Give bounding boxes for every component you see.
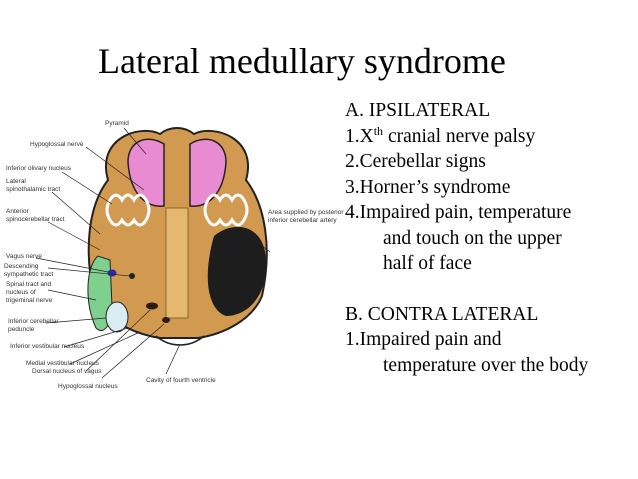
descending-sympathetic-dot <box>129 273 135 279</box>
section-spacer <box>345 277 638 302</box>
dorsal-vagus-nucleus <box>146 302 158 310</box>
pyramid-left <box>127 138 165 207</box>
label-spinal-tract-2: nucleus of <box>6 289 36 296</box>
olivary-nucleus-left <box>105 193 151 227</box>
ipsilateral-item-1: 1.Xth cranial nerve palsy <box>345 124 638 150</box>
label-descending-sympathetic-2: sympathetic tract <box>4 271 53 278</box>
ipsilateral-item-1-superscript: th <box>373 123 384 138</box>
label-area-supplied-1: Area supplied by posterior <box>268 209 344 216</box>
label-hypoglossal-nerve: Hypoglossal nerve <box>30 141 84 148</box>
contralateral-item-1-line-2: temperature over the body <box>383 354 589 376</box>
ipsilateral-item-1-text: cranial nerve palsy <box>383 125 536 147</box>
label-spinal-tract-3: trigeminal nerve <box>6 297 53 304</box>
leader-lines <box>35 127 271 379</box>
syndrome-notes: A. IPSILATERAL 1.Xth cranial nerve palsy… <box>345 98 638 378</box>
label-anterior-spinocerebellar-2: spinocerebellar tract <box>6 216 65 223</box>
label-anterior-spinocerebellar-1: Anterior <box>6 208 30 215</box>
label-lateral-spinothalamic-2: spinothalamic tract <box>6 186 60 193</box>
label-lateral-spinothalamic-1: Lateral <box>6 178 26 185</box>
ipsilateral-item-1-prefix: 1.X <box>345 125 374 147</box>
median-raphe <box>165 207 189 319</box>
ipsilateral-item-2: 2.Cerebellar signs <box>345 151 486 172</box>
contralateral-heading: B. CONTRA LATERAL <box>345 303 539 325</box>
hypoglossal-nucleus-shape <box>162 317 170 323</box>
label-inferior-cerebellar-1: Inferior cerebellar <box>8 318 59 325</box>
ipsilateral-item-4-line-2: and touch on the upper <box>383 227 562 249</box>
label-spinal-tract-1: Spinal tract and <box>6 281 52 288</box>
olivary-nucleus-right <box>203 193 249 227</box>
medulla-cross-section-diagram: Pyramid Hypoglossal nerve Inferior oliva… <box>0 110 345 400</box>
label-dorsal-vagus: Dorsal nucleus of vagus <box>32 368 102 375</box>
label-hypoglossal-nucleus: Hypoglossal nucleus <box>58 383 118 390</box>
slide-title: Lateral medullary syndrome <box>98 41 506 81</box>
label-area-supplied-2: inferior cerebellar artery <box>268 217 337 224</box>
pica-lesion-area <box>207 226 267 316</box>
ipsilateral-item-3: 3.Horner’s syndrome <box>345 176 511 198</box>
ipsilateral-item-4-line-1: 4.Impaired pain, temperature <box>345 202 572 223</box>
ipsilateral-item-4-line-3: half of face <box>383 253 472 274</box>
label-vagus-nerve: Vagus nerve <box>6 253 42 260</box>
label-fourth-ventricle: Cavity of fourth ventricle <box>146 377 216 384</box>
cerebellar-peduncle <box>105 301 129 333</box>
label-pyramid: Pyramid <box>105 120 129 127</box>
medulla-svg: Pyramid Hypoglossal nerve Inferior oliva… <box>4 120 344 390</box>
label-inferior-olivary-nucleus: Inferior olivary nucleus <box>6 165 72 172</box>
label-inferior-vestibular: Inferior vestibular nucleus <box>10 343 85 350</box>
label-medial-vestibular: Medial vestibular nucleus <box>26 360 100 367</box>
ipsilateral-heading: A. IPSILATERAL <box>345 100 491 121</box>
label-descending-sympathetic-1: Descending <box>4 263 39 270</box>
nucleus-ambiguus <box>107 269 117 277</box>
fourth-ventricle-floor <box>155 335 205 346</box>
pyramid-right <box>189 138 227 207</box>
contralateral-item-1-line-1: 1.Impaired pain and <box>345 329 502 350</box>
label-inferior-cerebellar-2: peduncle <box>8 326 35 333</box>
